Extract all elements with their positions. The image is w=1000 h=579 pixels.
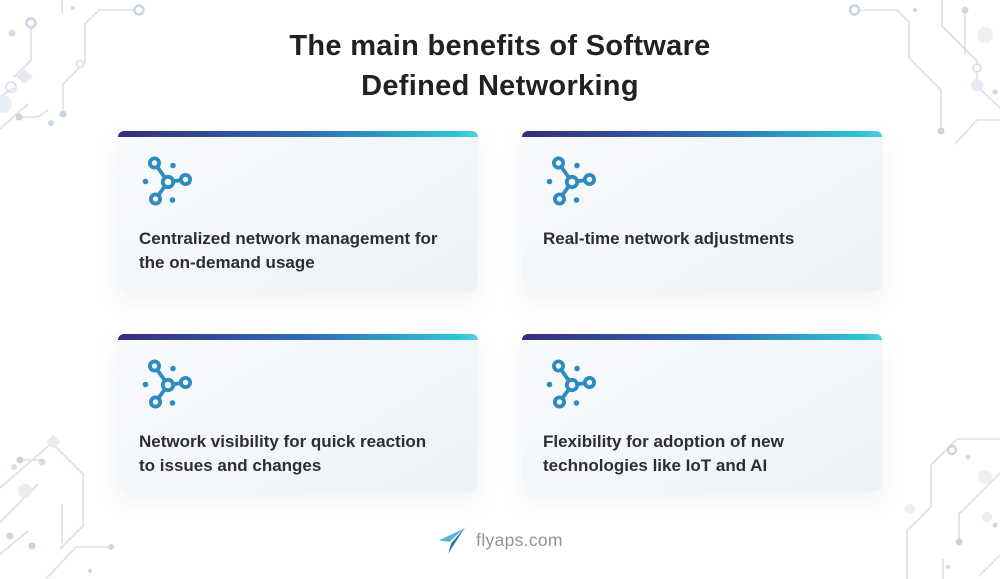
network-nodes-icon — [142, 359, 193, 409]
page-title-line-1: The main benefits of Software — [289, 30, 711, 62]
card-text: Real-time network adjustments — [543, 229, 795, 248]
network-nodes-icon — [142, 156, 193, 206]
page-title: The main benefits of Software Defined Ne… — [0, 26, 1000, 106]
card-text: Network visibility for quick reaction to… — [139, 432, 427, 475]
card-text: Flexibility for adoption of new technolo… — [543, 432, 784, 475]
page-title-line-2: Defined Networking — [361, 70, 639, 102]
benefit-card-2: Real-time network adjustments — [522, 131, 882, 291]
footer-brand: flyaps.com — [0, 526, 1000, 555]
benefit-card-1: Centralized network management for the o… — [118, 131, 478, 291]
card-accent-bar — [522, 334, 882, 340]
benefit-cards-grid: Centralized network management for the o… — [118, 131, 882, 491]
brand-text: flyaps.com — [476, 530, 563, 550]
network-nodes-icon — [546, 359, 597, 409]
card-accent-bar — [118, 131, 478, 137]
card-text: Centralized network management for the o… — [139, 229, 438, 272]
card-accent-bar — [118, 334, 478, 340]
benefit-card-3: Network visibility for quick reaction to… — [118, 334, 478, 491]
benefit-card-4: Flexibility for adoption of new technolo… — [522, 334, 882, 491]
card-accent-bar — [522, 131, 882, 137]
paper-plane-icon — [439, 527, 466, 554]
network-nodes-icon — [546, 156, 597, 206]
